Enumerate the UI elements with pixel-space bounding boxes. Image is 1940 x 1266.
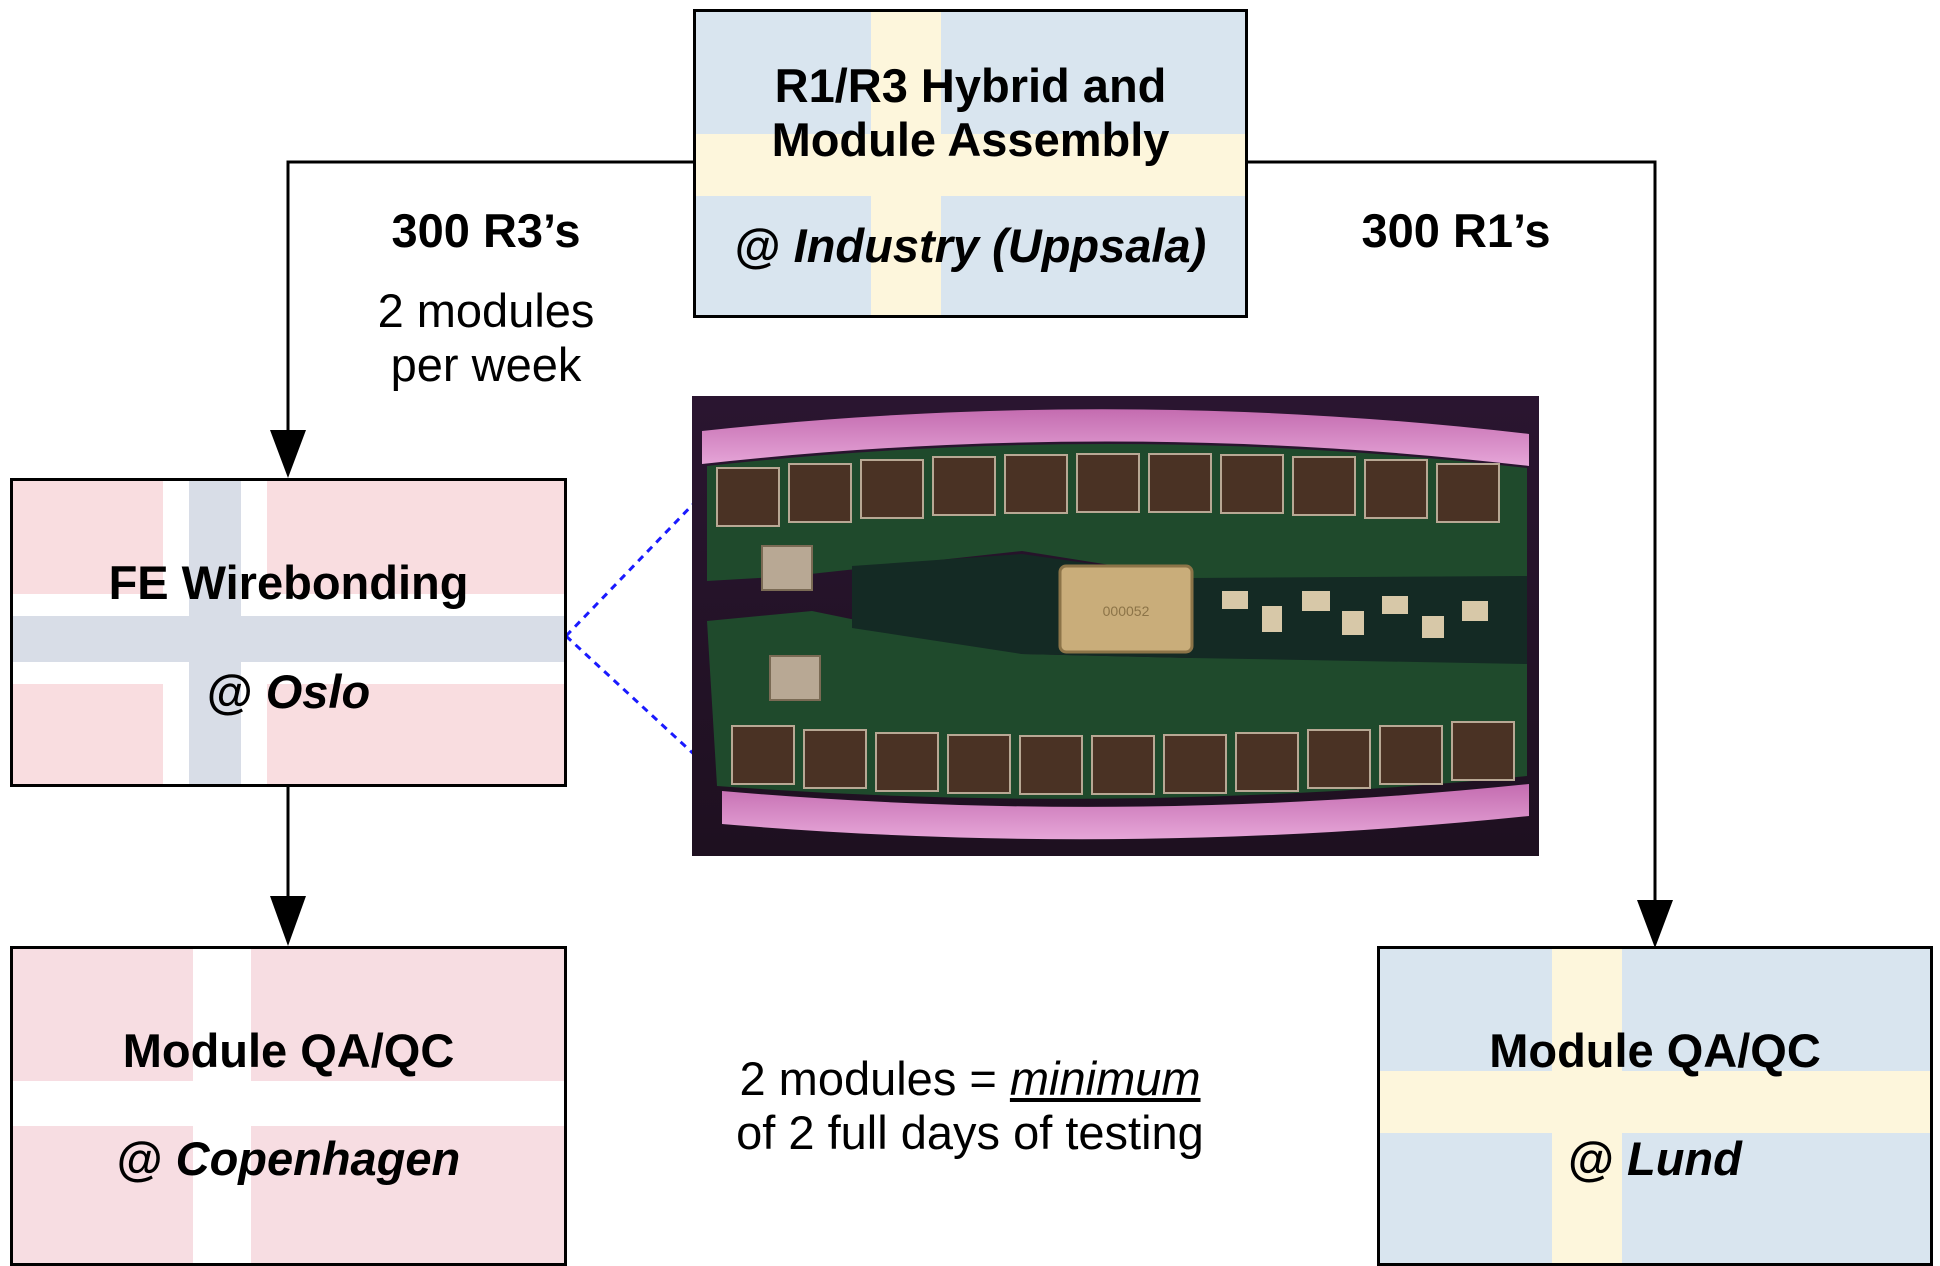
hcc-chip-top	[761, 545, 813, 591]
sensor-bottom	[722, 784, 1529, 840]
note-emphasis: minimum	[1009, 1052, 1201, 1105]
qaqc-lund-title: Module QA/QC	[1489, 1024, 1821, 1077]
arrowhead-copenhagen	[270, 896, 306, 946]
assembly-title: R1/R3 Hybrid and Module Assembly	[696, 59, 1245, 167]
left-rate-line1: 2 modules	[377, 284, 595, 337]
left-rate-line2: per week	[390, 338, 582, 391]
testing-note: 2 modules = minimum of 2 full days of te…	[700, 1052, 1240, 1160]
testing-note-line2: of 2 full days of testing	[736, 1106, 1204, 1159]
lund-loc-prefix: @	[1568, 1132, 1628, 1185]
flag-cross-horizontal	[1380, 1071, 1930, 1133]
chips-bottom	[731, 721, 1515, 795]
qaqc-copenhagen-location: @ Copenhagen	[13, 1132, 564, 1186]
module-photo-drawing: 000052	[692, 396, 1539, 856]
chips-top	[716, 453, 1500, 527]
note-prefix: 2 modules =	[739, 1052, 1010, 1105]
lund-loc-place: Lund	[1627, 1132, 1742, 1185]
shield-box	[1058, 564, 1194, 654]
wirebonding-location: @ Oslo	[13, 665, 564, 719]
qaqc-copenhagen-box: Module QA/QC @ Copenhagen	[10, 946, 567, 1266]
left-count-label: 300 R3’s	[391, 204, 581, 257]
wirebonding-loc-place: Oslo	[265, 665, 371, 718]
assembly-title-line1: R1/R3 Hybrid and	[774, 59, 1167, 112]
copenhagen-loc-prefix: @	[116, 1132, 176, 1185]
flag-cross-horizontal	[696, 134, 1245, 196]
wirebonding-box: FE Wirebonding @ Oslo	[10, 478, 567, 787]
arrow-assembly-to-oslo	[286, 160, 694, 448]
testing-note-line1: 2 modules = minimum	[700, 1052, 1240, 1106]
assembly-loc-prefix: @	[734, 219, 794, 272]
qaqc-lund-box: Module QA/QC @ Lund	[1377, 946, 1933, 1266]
wirebonding-loc-prefix: @	[206, 665, 266, 718]
copenhagen-loc-place: Copenhagen	[175, 1132, 461, 1185]
arrowhead-lund	[1637, 900, 1673, 948]
assembly-title-line2: Module Assembly	[771, 113, 1170, 166]
assembly-box: R1/R3 Hybrid and Module Assembly @ Indus…	[693, 9, 1248, 318]
qaqc-lund-location: @ Lund	[1380, 1132, 1930, 1186]
sensor-top	[702, 409, 1529, 466]
assembly-location: @ Industry (Uppsala)	[696, 219, 1245, 273]
flag-cross-horizontal	[13, 1081, 564, 1126]
left-rate-label: 2 modules per week	[336, 284, 636, 392]
assembly-loc-place: Industry (Uppsala)	[793, 219, 1207, 272]
qaqc-copenhagen-title: Module QA/QC	[122, 1024, 455, 1077]
arrowhead-oslo	[270, 430, 306, 478]
right-count-label: 300 R1’s	[1361, 204, 1551, 257]
arrow-assembly-to-lund	[1247, 160, 1657, 918]
shield-stamp: 000052	[1103, 603, 1150, 619]
wirebonding-title: FE Wirebonding	[108, 556, 469, 609]
power-components	[1222, 591, 1488, 638]
module-photo: 000052	[692, 396, 1539, 856]
flag-cross-blue-horizontal	[13, 616, 564, 662]
hcc-chip-bottom	[769, 655, 821, 701]
